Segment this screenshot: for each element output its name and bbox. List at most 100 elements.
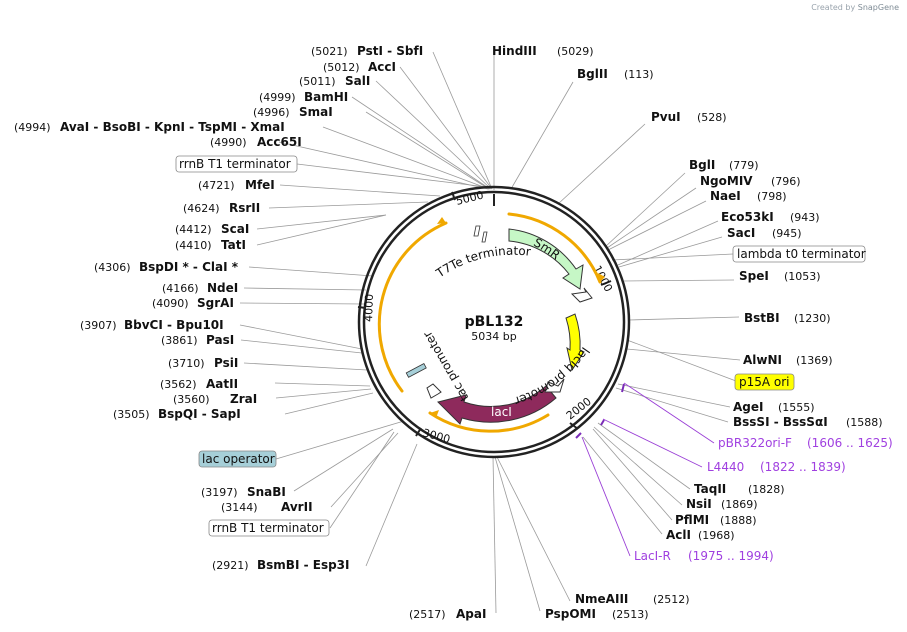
site-pspomi[interactable]: PspOMI(2513)	[545, 607, 649, 621]
svg-text:AvrII: AvrII	[281, 500, 313, 514]
outer-feature-lac-operator[interactable]: lac operator	[198, 450, 277, 468]
backbone-inner	[362, 190, 626, 454]
site-ndei[interactable]: (4166)NdeI	[162, 281, 238, 295]
svg-text:(1968): (1968)	[698, 529, 735, 542]
watermark-brand: SnapGene	[857, 3, 899, 12]
plasmid-size: 5034 bp	[471, 330, 516, 343]
svg-text:rrnB T1 terminator: rrnB T1 terminator	[212, 521, 324, 535]
watermark-prefix: Created by	[811, 3, 856, 12]
site-scai[interactable]: (4412)ScaI	[175, 222, 249, 236]
svg-text:(113): (113)	[624, 68, 654, 81]
site-pvui[interactable]: PvuI(528)	[651, 110, 727, 124]
site-psti[interactable]: (5021)PstI - SbfI	[311, 44, 423, 58]
feature-lac-operator-mark	[405, 362, 427, 378]
site-nsii[interactable]: NsiI(1869)	[686, 497, 758, 511]
orf-arc-smr	[507, 212, 602, 284]
svg-text:(4090): (4090)	[152, 297, 189, 310]
site-bgli[interactable]: BglI(779)	[689, 158, 759, 172]
svg-text:lambda t0 terminator: lambda t0 terminator	[737, 247, 866, 261]
svg-text:AatII: AatII	[206, 377, 238, 391]
site-mfei[interactable]: (4721)MfeI	[198, 178, 275, 192]
orf-arc-lacI	[428, 411, 550, 433]
primer-laci-r[interactable]: LacI-R (1975 .. 1994)	[634, 549, 774, 563]
site-acli[interactable]: AclI(1968)	[666, 528, 735, 542]
site-apai[interactable]: (2517)ApaI	[409, 607, 486, 621]
site-leads	[239, 51, 741, 614]
site-eco53ki[interactable]: Eco53kI(943)	[721, 210, 820, 224]
outer-feature-p15a-ori[interactable]: p15A ori	[734, 373, 795, 391]
primer-pbr322ori-f[interactable]: pBR322ori-F (1606 .. 1625)	[718, 436, 893, 450]
site-tati[interactable]: (4410)TatI	[175, 238, 246, 252]
site-snabi[interactable]: (3197)SnaBI	[201, 485, 286, 499]
ruler-label-4000: 4000	[362, 294, 376, 322]
site-pasi[interactable]: (3861) PasI	[161, 333, 234, 347]
svg-text:(4996): (4996)	[253, 106, 290, 119]
site-taqii[interactable]: TaqII(1828)	[694, 482, 785, 496]
site-saci[interactable]: SacI(945)	[727, 226, 802, 240]
svg-text:PspOMI: PspOMI	[545, 607, 596, 621]
svg-text:(2512): (2512)	[653, 593, 690, 606]
outer-feature-rrnb-t1-top[interactable]: rrnB T1 terminator	[175, 155, 298, 173]
feature-smr	[508, 228, 584, 290]
orf-arc-left	[377, 221, 448, 393]
svg-text:SalI: SalI	[345, 74, 370, 88]
site-spei[interactable]: SpeI(1053)	[739, 269, 821, 283]
site-psii[interactable]: (3710)PsiI	[168, 356, 238, 370]
feature-label-laci: lacI	[491, 405, 512, 419]
svg-text:NmeAIII: NmeAIII	[575, 592, 628, 606]
site-bsssi[interactable]: BssSI - BssSαI(1588)	[733, 415, 883, 429]
site-agei[interactable]: AgeI(1555)	[733, 400, 815, 414]
site-bglii[interactable]: BglII(113)	[577, 67, 654, 81]
svg-text:NgoMIV: NgoMIV	[700, 174, 753, 188]
site-zrai[interactable]: (3560)ZraI	[173, 392, 257, 406]
svg-text:(3505): (3505)	[113, 408, 150, 421]
svg-text:(1888): (1888)	[720, 514, 757, 527]
feature-t7te-arrow	[570, 287, 593, 303]
svg-text:(1869): (1869)	[721, 498, 758, 511]
site-avai-group[interactable]: (4994)AvaI - BsoBI - KpnI - TspMI - XmaI	[14, 120, 285, 134]
site-pflmi[interactable]: PflMI (1888)	[675, 513, 757, 527]
site-sgrai[interactable]: (4090)SgrAI	[152, 296, 234, 310]
site-nmeaiii[interactable]: NmeAIII (2512)	[575, 592, 690, 606]
outer-feature-rrnb-t1-bottom[interactable]: rrnB T1 terminator	[208, 519, 330, 537]
site-avrii[interactable]: (3144) AvrII	[221, 500, 313, 514]
site-bamhi[interactable]: (4999)BamHI	[259, 90, 348, 104]
svg-text:(4412): (4412)	[175, 223, 212, 236]
feature-leads	[275, 163, 737, 529]
site-bbvci[interactable]: (3907)BbvCI - Bpu10I	[80, 318, 224, 332]
svg-text:rrnB T1 terminator: rrnB T1 terminator	[179, 157, 291, 171]
svg-text:(779): (779)	[729, 159, 759, 172]
site-claI[interactable]: (4306)BspDI * - ClaI *	[94, 260, 239, 274]
svg-text:(796): (796)	[771, 175, 801, 188]
site-smai[interactable]: (4996) SmaI	[253, 105, 333, 119]
svg-text:SmaI: SmaI	[299, 105, 333, 119]
site-aatii[interactable]: (3562) AatII	[160, 377, 238, 391]
site-bsmbi[interactable]: (2921)BsmBI - Esp3I	[212, 558, 349, 572]
svg-text:(1053): (1053)	[784, 270, 821, 283]
site-rsrii[interactable]: (4624)RsrII	[183, 201, 260, 215]
svg-text:PsiI: PsiI	[214, 356, 238, 370]
site-ngomiv[interactable]: NgoMIV (796)	[700, 174, 801, 188]
feature-label-t7te-terminator: T7Te terminator	[433, 244, 532, 281]
site-sali[interactable]: (5011)SalI	[299, 74, 370, 88]
svg-text:(3861): (3861)	[161, 334, 198, 347]
site-acc65i[interactable]: (4990)Acc65I	[210, 135, 302, 149]
site-naei[interactable]: NaeI(798)	[710, 189, 787, 203]
svg-text:PasI: PasI	[206, 333, 234, 347]
site-bstbi[interactable]: BstBI(1230)	[744, 311, 831, 325]
svg-text:(4166): (4166)	[162, 282, 199, 295]
svg-text:(5012): (5012)	[323, 61, 360, 74]
outer-feature-lambda-t0[interactable]: lambda t0 terminator	[732, 245, 866, 263]
primer-l4440[interactable]: L4440 (1822 .. 1839)	[707, 460, 846, 474]
site-alwni[interactable]: AlwNI(1369)	[743, 353, 833, 367]
svg-text:p15A ori: p15A ori	[739, 375, 790, 389]
svg-text:(3144): (3144)	[221, 501, 258, 514]
site-bspqi[interactable]: (3505)BspQI - SapI	[113, 407, 241, 421]
svg-text:(3562): (3562)	[160, 378, 197, 391]
site-acci[interactable]: (5012)AccI	[323, 60, 396, 74]
site-hindiii[interactable]: HindIII(5029)	[492, 44, 594, 58]
svg-text:ApaI: ApaI	[456, 607, 486, 621]
svg-text:PflMI: PflMI	[675, 513, 709, 527]
svg-text:(3197): (3197)	[201, 486, 238, 499]
